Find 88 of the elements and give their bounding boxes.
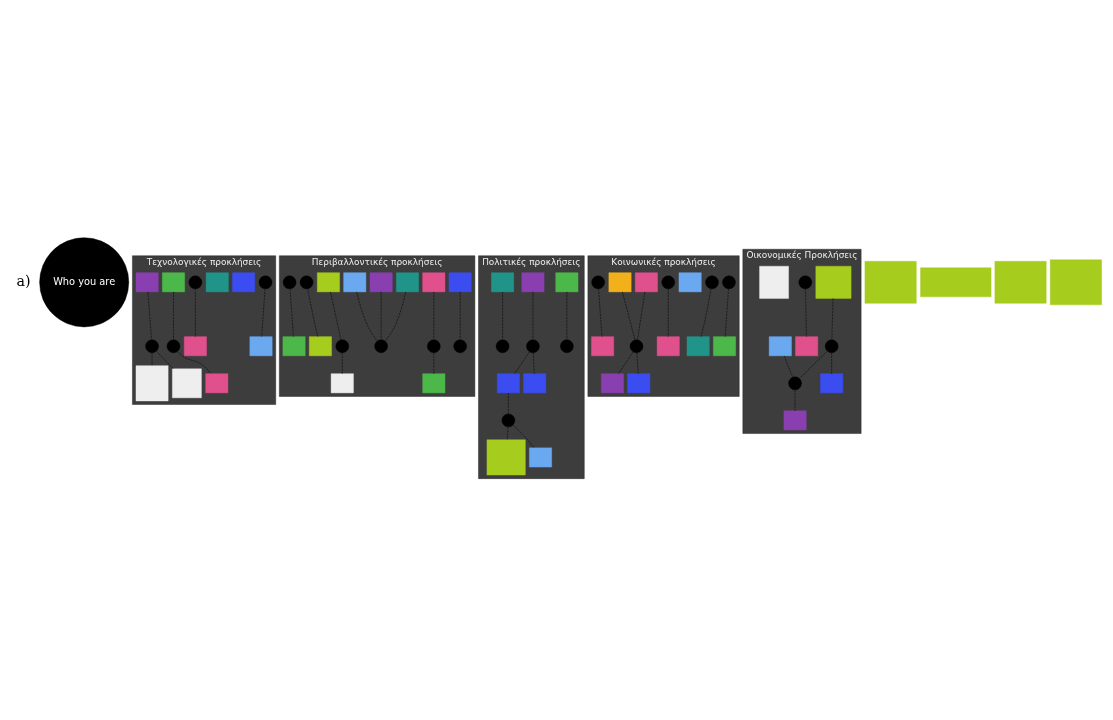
node-box — [678, 272, 702, 293]
node-box — [795, 336, 819, 357]
node-box — [686, 336, 710, 357]
node-circle — [299, 275, 314, 289]
node-circle — [629, 339, 644, 353]
node-box — [634, 272, 658, 293]
node-circle — [427, 339, 441, 353]
node-box — [627, 373, 651, 394]
node-box — [422, 373, 446, 394]
connector — [618, 351, 634, 374]
connector — [307, 288, 319, 337]
node-circle — [495, 339, 510, 353]
connector — [156, 350, 174, 370]
node-box — [369, 272, 393, 293]
node-box — [486, 439, 526, 476]
node-circle — [705, 275, 719, 289]
connector — [177, 351, 212, 374]
node-box — [713, 336, 736, 357]
connector — [598, 288, 603, 337]
node-box — [759, 266, 789, 299]
node-box — [396, 272, 419, 293]
node-circle — [824, 339, 839, 353]
connector — [724, 288, 729, 337]
node-box — [232, 272, 255, 293]
node-box — [448, 272, 472, 293]
node-box — [205, 272, 229, 293]
node-box — [529, 447, 552, 468]
node-box — [820, 373, 844, 394]
connector — [512, 424, 535, 449]
connector — [384, 291, 407, 342]
node-box — [1050, 259, 1102, 306]
node-box — [555, 272, 579, 293]
connector — [622, 291, 636, 341]
connector — [637, 291, 646, 341]
connector — [173, 291, 174, 341]
node-box — [920, 267, 992, 298]
node-circle — [560, 339, 574, 353]
node-circle — [335, 339, 349, 353]
node-circle — [788, 376, 802, 390]
node-box — [497, 373, 520, 394]
connector — [147, 291, 152, 341]
node-circle — [374, 339, 388, 353]
node-box — [491, 272, 514, 293]
node-box — [317, 272, 340, 293]
node-circle — [526, 339, 540, 353]
node-box — [994, 261, 1047, 304]
node-box — [422, 272, 446, 293]
connector — [289, 288, 294, 337]
node-box — [521, 272, 545, 293]
node-box — [249, 336, 273, 357]
node-circle — [798, 275, 813, 289]
node-circle — [145, 339, 159, 353]
node-box — [656, 336, 680, 357]
node-box — [601, 373, 624, 394]
node-circle — [722, 275, 736, 289]
node-box — [330, 373, 354, 394]
connector — [261, 288, 266, 337]
node-box — [282, 336, 306, 357]
node-circle — [282, 275, 297, 289]
node-box — [172, 368, 202, 399]
node-box — [135, 272, 159, 293]
connector — [700, 288, 712, 337]
node-box — [135, 365, 169, 402]
connector — [783, 355, 794, 378]
node-box — [864, 261, 917, 304]
connector — [330, 291, 342, 341]
node-circle — [258, 275, 273, 289]
node-box — [343, 272, 367, 293]
node-box — [591, 336, 614, 357]
node-box — [608, 272, 632, 293]
connector — [799, 350, 828, 379]
node-box — [205, 373, 229, 394]
connector — [356, 291, 378, 342]
node-box — [309, 336, 332, 357]
node-box — [768, 336, 792, 357]
node-box — [162, 272, 185, 293]
node-circle — [453, 339, 467, 353]
node-circle: Who you are — [39, 237, 130, 328]
node-box — [184, 336, 207, 357]
node-box — [783, 410, 807, 431]
node-circle — [501, 413, 516, 428]
node-circle — [661, 275, 675, 289]
node-box — [523, 373, 547, 394]
connector — [514, 351, 530, 374]
node-circle — [166, 339, 181, 353]
node-circle — [591, 275, 605, 289]
node-circle — [188, 275, 203, 289]
node-box — [815, 266, 852, 299]
